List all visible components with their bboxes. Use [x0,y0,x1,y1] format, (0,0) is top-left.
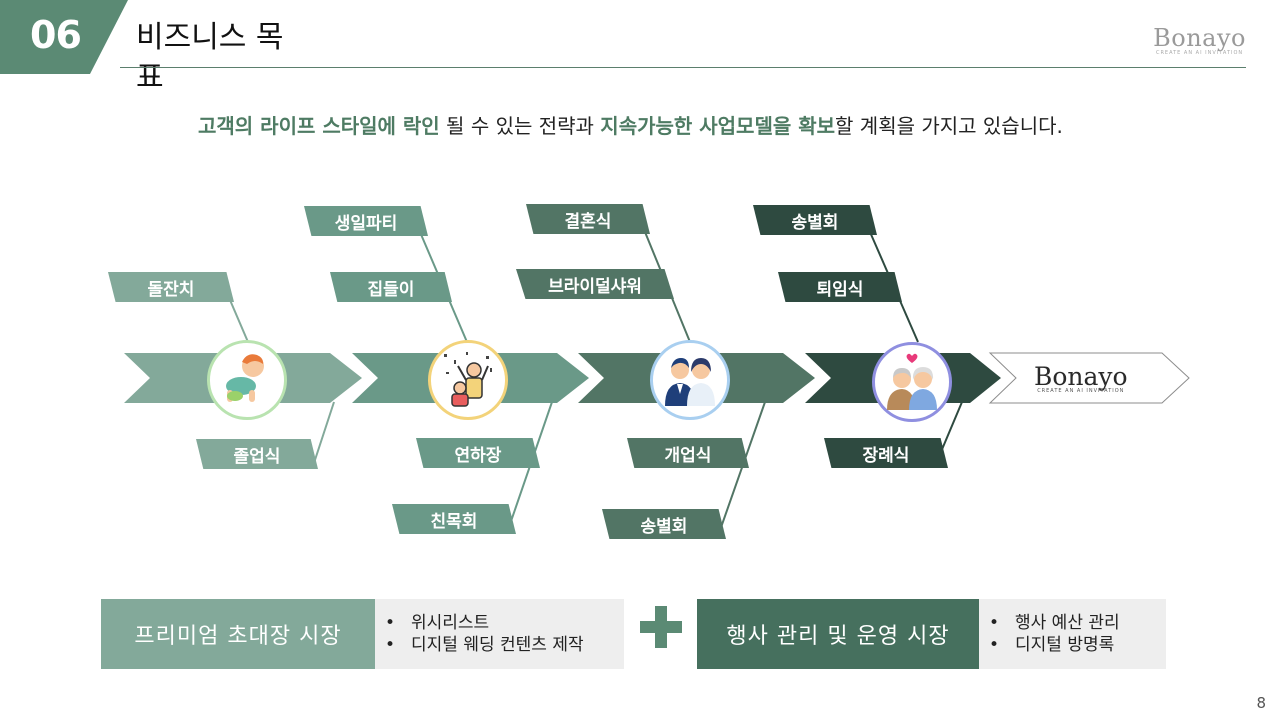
section-number-tab [0,0,128,74]
feature-item: 디지털 방명록 [989,634,1166,656]
flow-end-brand-tagline: CREATE AN AI INVITATION [1037,388,1125,394]
brand-tagline: CREATE AN AI INVITATION [1155,50,1244,56]
stage-label-opening: 개업식 [627,438,749,468]
stage-label-new-year-card: 연하장 [416,438,540,468]
flow-end-brand: Bonayo CREATE AN AI INVITATION [1034,362,1128,394]
intro-text: 고객의 라이프 스타일에 락인 될 수 있는 전략과 지속가능한 사업모델을 확… [198,112,1088,140]
stage-label-retirement: 퇴임식 [778,272,902,302]
connector-line [312,401,335,467]
stage-label-birthday-party: 생일파티 [304,206,428,236]
brand-arrow [988,352,1190,404]
page-title: 비즈니스 목표 [136,20,284,95]
page-number: 8 [1256,694,1266,712]
intro-highlight-lockin: 고객의 라이프 스타일에 락인 [198,114,440,138]
stage-label-farewell-party: 송별회 [753,205,877,235]
market-premium-features: 위시리스트 디지털 웨딩 컨텐츠 제작 [375,599,624,669]
stage-label-wedding: 결혼식 [526,204,650,234]
market-event-management: 행사 관리 및 운영 시장 [697,599,979,669]
stage-label-funeral: 장례식 [824,438,948,468]
intro-highlight-sustainable: 지속가능한 사업모델을 확보 [600,114,836,138]
stage-label-housewarming: 집들이 [330,272,452,302]
stage-label-farewell-party: 송별회 [602,509,726,539]
stage-label-first-birthday: 돌잔치 [108,272,234,302]
market-event-features: 행사 예산 관리 디지털 방명록 [979,599,1166,669]
feature-item: 디지털 웨딩 컨텐츠 제작 [385,634,624,656]
brand-logo: Bonayo CREATE AN AI INVITATION [1153,24,1246,56]
connector-line [717,401,766,537]
couple-icon [650,340,730,420]
header-divider [120,67,1246,68]
brand-name: Bonayo [1153,24,1246,52]
connector-line [229,299,249,343]
elderly-couple-icon [872,342,952,422]
feature-item: 행사 예산 관리 [989,612,1166,634]
market-premium-invitation: 프리미엄 초대장 시장 [101,599,375,669]
feature-item: 위시리스트 [385,612,624,634]
party-celebration-icon [428,340,508,420]
intro-text-part: 할 계획을 가지고 있습니다. [835,114,1063,138]
plus-icon [640,606,682,648]
section-number: 06 [30,13,82,57]
flow-end-brand-name: Bonayo [1034,362,1128,391]
stage-label-social-gathering: 친목회 [392,504,516,534]
stage-label-bridal-shower: 브라이덜샤워 [516,269,674,299]
baby-crawling-icon [207,340,287,420]
intro-text-part: 될 수 있는 전략과 [439,114,601,138]
stage-label-graduation: 졸업식 [196,439,318,469]
